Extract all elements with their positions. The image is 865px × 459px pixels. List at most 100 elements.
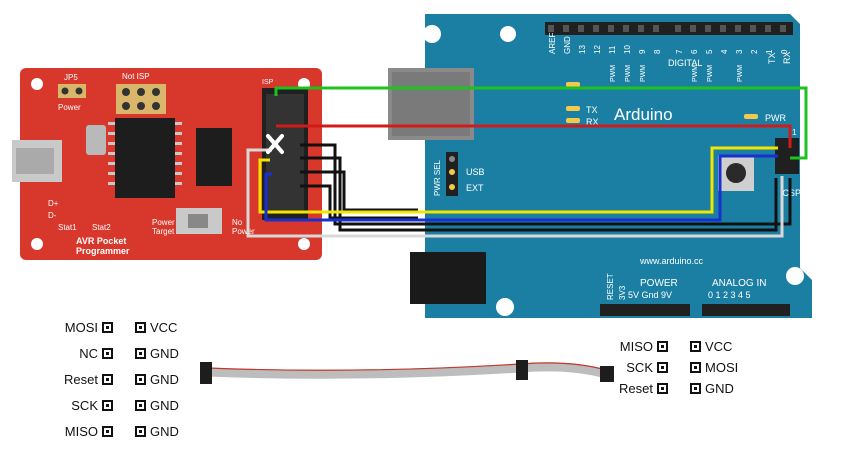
pin-label-left: NC — [79, 346, 98, 361]
digital-pin-label: 13 — [578, 45, 587, 54]
pin-label-left: Reset — [619, 381, 653, 396]
rx-label: RX — [782, 51, 792, 64]
pin-label-left: SCK — [626, 360, 653, 375]
pin-marker — [135, 322, 146, 333]
power-header-label: POWER — [640, 278, 678, 289]
digital-pin-label: 11 — [608, 45, 617, 54]
pinout-row: MOSI VCC — [52, 320, 190, 335]
pin-label-right: GND — [150, 398, 179, 413]
power-jack — [410, 252, 486, 304]
digital-pin-label: 10 — [623, 45, 632, 54]
pin-label-right: MOSI — [705, 360, 739, 375]
usb-label: USB — [466, 167, 485, 177]
pin-label-left: MISO — [619, 339, 653, 354]
d-minus-label: D- — [48, 211, 57, 220]
pinout-row: Reset GND — [52, 372, 190, 387]
digital-pin-label: 3 — [735, 49, 744, 54]
digital-pin-label: GND — [563, 36, 572, 54]
ribbon-connector-10pin — [200, 362, 212, 384]
digital-pin-label: 5 — [705, 49, 714, 54]
digital-pin-label: 0 — [780, 49, 789, 54]
pin-marker — [657, 383, 668, 394]
pin1-x-marker — [266, 134, 284, 154]
digital-pin-label: 12 — [593, 45, 602, 54]
pin-label-left: MISO — [64, 424, 98, 439]
power-jumper-label: Power — [58, 103, 81, 112]
pwr-sel-label: PWR SEL — [433, 159, 442, 196]
pin-marker — [102, 374, 113, 385]
power-header — [600, 304, 690, 316]
wire-yellow — [258, 146, 778, 214]
pin-marker — [690, 362, 701, 373]
pin-label-right: VCC — [150, 320, 178, 335]
pin-marker — [135, 348, 146, 359]
digital-pin-label: 9 — [638, 49, 647, 54]
pin-marker — [102, 348, 113, 359]
pwm-label: PWM — [640, 65, 647, 82]
ribbon-connector-6pin — [600, 366, 614, 382]
pin-label-left: SCK — [71, 398, 98, 413]
analog-header — [702, 304, 790, 316]
pin-label-right: GND — [150, 424, 179, 439]
analog-header-label: ANALOG IN — [712, 278, 766, 289]
pinout-row: SCK MOSI — [605, 360, 745, 375]
pin-label-right: GND — [150, 346, 179, 361]
pwm-label: PWM — [737, 65, 744, 82]
digital-pin-label: 2 — [750, 49, 759, 54]
digital-pin-label: 1 — [765, 49, 774, 54]
pwr-led-label: PWR — [765, 113, 786, 123]
led-tx-label: TX — [586, 105, 598, 115]
pinout-row: NC GND — [52, 346, 190, 361]
digital-pin-label: AREF — [548, 33, 557, 54]
pin-marker — [135, 400, 146, 411]
pin-marker — [135, 374, 146, 385]
isp-label: ISP — [262, 79, 274, 86]
pin-marker — [102, 322, 113, 333]
ribbon-cable — [200, 360, 614, 384]
ribbon-strain-relief — [516, 360, 528, 380]
main-chip — [115, 118, 175, 198]
wire-black-1 — [300, 143, 792, 226]
buffer-chip — [196, 128, 232, 186]
pin-label-right: VCC — [705, 339, 733, 354]
power-pins-label: 5V Gnd 9V — [628, 290, 672, 300]
wire-red — [276, 124, 792, 148]
led-rx-label: RX — [586, 117, 599, 127]
icsp-pin-one-label: 1 — [792, 128, 797, 137]
pwm-label: PWM — [692, 65, 699, 82]
pin-marker — [102, 426, 113, 437]
pin-marker — [690, 383, 701, 394]
pinout-row: MISO VCC — [605, 339, 745, 354]
pin-label-right: GND — [150, 372, 179, 387]
pin-marker — [690, 341, 701, 352]
pin-marker — [657, 341, 668, 352]
pin-label-left: MOSI — [64, 320, 98, 335]
avr-pocket-programmer: JP5 Power Not ISP ISP D+ D- Stat1 Stat2 … — [12, 68, 322, 260]
pinout-row: Reset GND — [605, 381, 745, 396]
pinout-row: SCK GND — [52, 398, 190, 413]
stat1-label: Stat1 — [58, 223, 77, 232]
digital-header — [545, 22, 793, 35]
ext-label: EXT — [466, 183, 484, 193]
wire-black-2 — [300, 156, 778, 232]
wire-white — [246, 148, 784, 238]
pin-label-right: GND — [705, 381, 734, 396]
digital-pin-label: 8 — [653, 49, 662, 54]
reset-pin-label: RESET — [606, 273, 615, 300]
pwm-label: PWM — [625, 65, 632, 82]
pin-label-left: Reset — [64, 372, 98, 387]
pinout-row: MISO GND — [52, 424, 190, 439]
wire-blue — [264, 154, 778, 222]
not-isp-label: Not ISP — [122, 72, 150, 81]
pin-marker — [135, 426, 146, 437]
digital-pin-label: 6 — [690, 49, 699, 54]
wire-black-4 — [300, 184, 418, 220]
arduino-brand: Arduino — [614, 105, 673, 124]
